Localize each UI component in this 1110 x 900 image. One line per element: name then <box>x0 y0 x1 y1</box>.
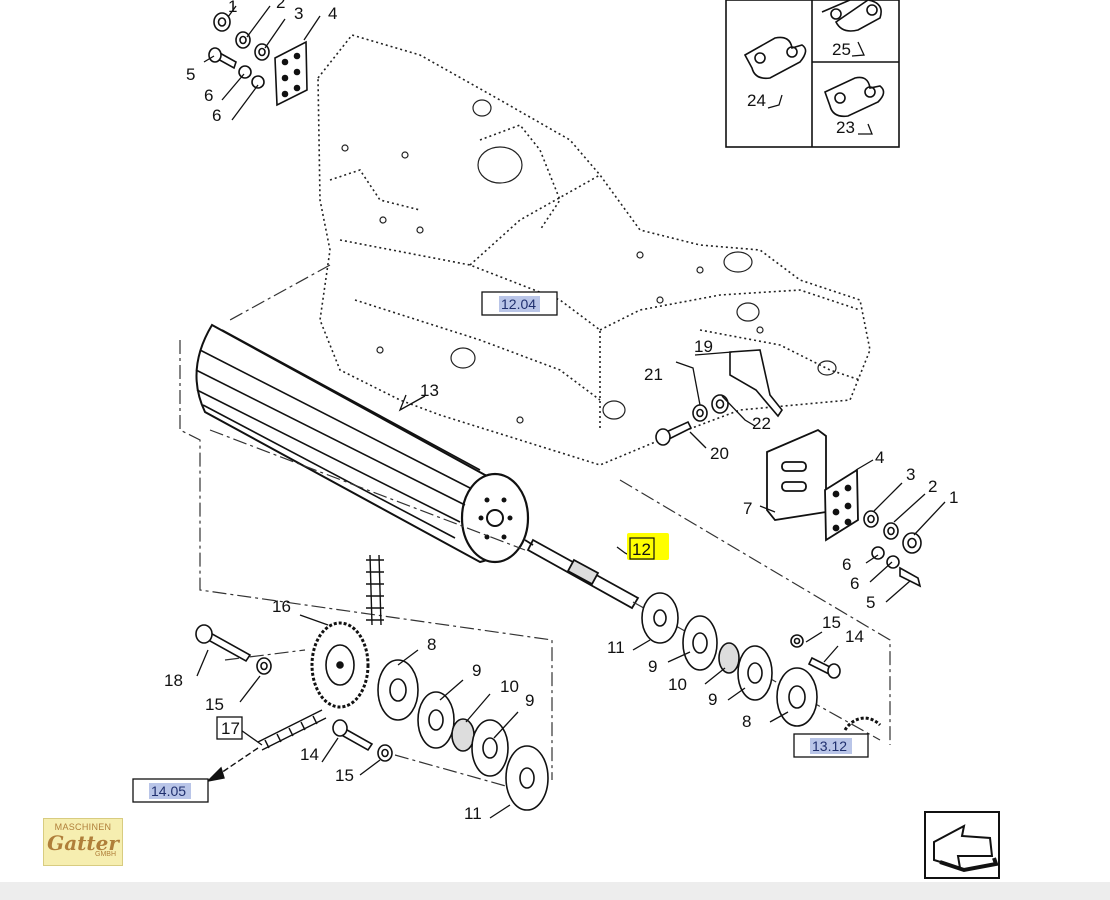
callout-5-top: 5 <box>186 65 195 84</box>
callout-10-left: 10 <box>500 677 519 696</box>
callout-14-right: 14 <box>845 627 864 646</box>
callout-4-top: 4 <box>328 4 337 23</box>
callout-9b-left: 9 <box>525 691 534 710</box>
callout-15-right: 15 <box>822 613 841 632</box>
callout-2-top: 2 <box>276 0 285 12</box>
ref-box-13-12[interactable]: 13.12 <box>793 733 869 758</box>
bolt-14-left <box>332 719 374 752</box>
washer-15-lower <box>377 744 393 762</box>
callout-3-right: 3 <box>906 465 915 484</box>
right-bracket-7 <box>766 428 827 521</box>
callout-7: 7 <box>743 499 752 518</box>
callout-23: 23 <box>836 118 855 137</box>
chain-link-inset <box>725 0 900 148</box>
logo-line2: Gatter <box>47 831 119 855</box>
callout-10-right: 10 <box>668 675 687 694</box>
left-hub-stack <box>377 659 549 811</box>
callout-4-right: 4 <box>875 448 884 467</box>
logo-line3: GMBH <box>95 851 116 858</box>
ref-13-12: 13.12 <box>812 738 847 754</box>
callout-8-right: 8 <box>742 712 751 731</box>
callout-6b-right: 6 <box>850 574 859 593</box>
logo-line1: MASCHINEN <box>54 822 112 832</box>
highlight-marker <box>627 533 669 560</box>
callout-9-right: 9 <box>648 657 657 676</box>
callout-6b-top: 6 <box>212 106 221 125</box>
right-plate-4 <box>824 468 859 542</box>
callout-14-left: 14 <box>300 745 319 764</box>
callout-6-top: 6 <box>204 86 213 105</box>
callout-5-right: 5 <box>866 593 875 612</box>
frame-holes <box>341 99 837 424</box>
callout-3-top: 3 <box>294 4 303 23</box>
ref-box-12-04[interactable]: 12.04 <box>481 291 558 316</box>
upper-bracket-19 <box>729 349 783 418</box>
ref-12-04: 12.04 <box>501 296 536 312</box>
next-page-arrow-icon[interactable] <box>924 811 1000 879</box>
bolt-20 <box>655 420 693 446</box>
callout-17: 17 <box>221 719 240 738</box>
roller-chain-vertical <box>366 554 384 626</box>
callout-24: 24 <box>747 91 766 110</box>
callout-6-right: 6 <box>842 555 851 574</box>
ref-14-05: 14.05 <box>151 783 186 799</box>
bolt-14-right <box>807 656 841 679</box>
bolt-18 <box>195 624 252 663</box>
shaft <box>524 538 640 610</box>
callout-16: 16 <box>272 597 291 616</box>
washer-15-right <box>790 634 804 648</box>
dealer-logo: MASCHINEN Gatter GMBH <box>43 818 123 866</box>
callout-22: 22 <box>752 414 771 433</box>
right-sprocket <box>843 716 882 731</box>
boxed-callout-17: 17 <box>216 716 243 740</box>
callout-11-right: 11 <box>607 638 625 657</box>
left-sprocket <box>310 621 370 709</box>
callout-18: 18 <box>164 671 183 690</box>
roller-chain-horizontal <box>257 709 327 751</box>
callout-1-top: 1 <box>228 0 237 16</box>
callout-15b-left: 15 <box>335 766 354 785</box>
highlight-box <box>629 537 655 560</box>
callout-19: 19 <box>694 337 713 356</box>
callout-labels: 1 2 3 4 5 6 6 13 19 21 22 20 7 4 3 2 1 6… <box>164 0 958 823</box>
callout-15-left: 15 <box>205 695 224 714</box>
callout-9b-right: 9 <box>708 690 717 709</box>
callout-8-left: 8 <box>427 635 436 654</box>
callout-13: 13 <box>420 381 439 400</box>
callout-11-left: 11 <box>464 804 482 823</box>
nut-21 <box>692 404 708 422</box>
callout-1-right: 1 <box>949 488 958 507</box>
right-hub-stack <box>641 592 818 727</box>
machine-frame <box>317 34 871 466</box>
callout-2-right: 2 <box>928 477 937 496</box>
right-washers-nuts <box>863 510 922 588</box>
washer-15-left <box>256 657 272 675</box>
nut-22 <box>711 394 729 414</box>
callout-25: 25 <box>832 40 851 59</box>
bottom-toolbar <box>0 882 1110 900</box>
ref-box-14-05[interactable]: 14.05 <box>132 778 209 803</box>
reference-arrow <box>205 747 259 783</box>
callout-9-left: 9 <box>472 661 481 680</box>
callout-21: 21 <box>644 365 663 384</box>
guide-lines <box>179 264 891 791</box>
top-left-hardware <box>208 12 308 107</box>
callout-20: 20 <box>710 444 729 463</box>
highlighted-part-12[interactable]: 12 <box>627 533 669 560</box>
callout-12: 12 <box>632 540 651 559</box>
roller-drum <box>195 323 530 564</box>
leader-lines <box>196 5 946 819</box>
